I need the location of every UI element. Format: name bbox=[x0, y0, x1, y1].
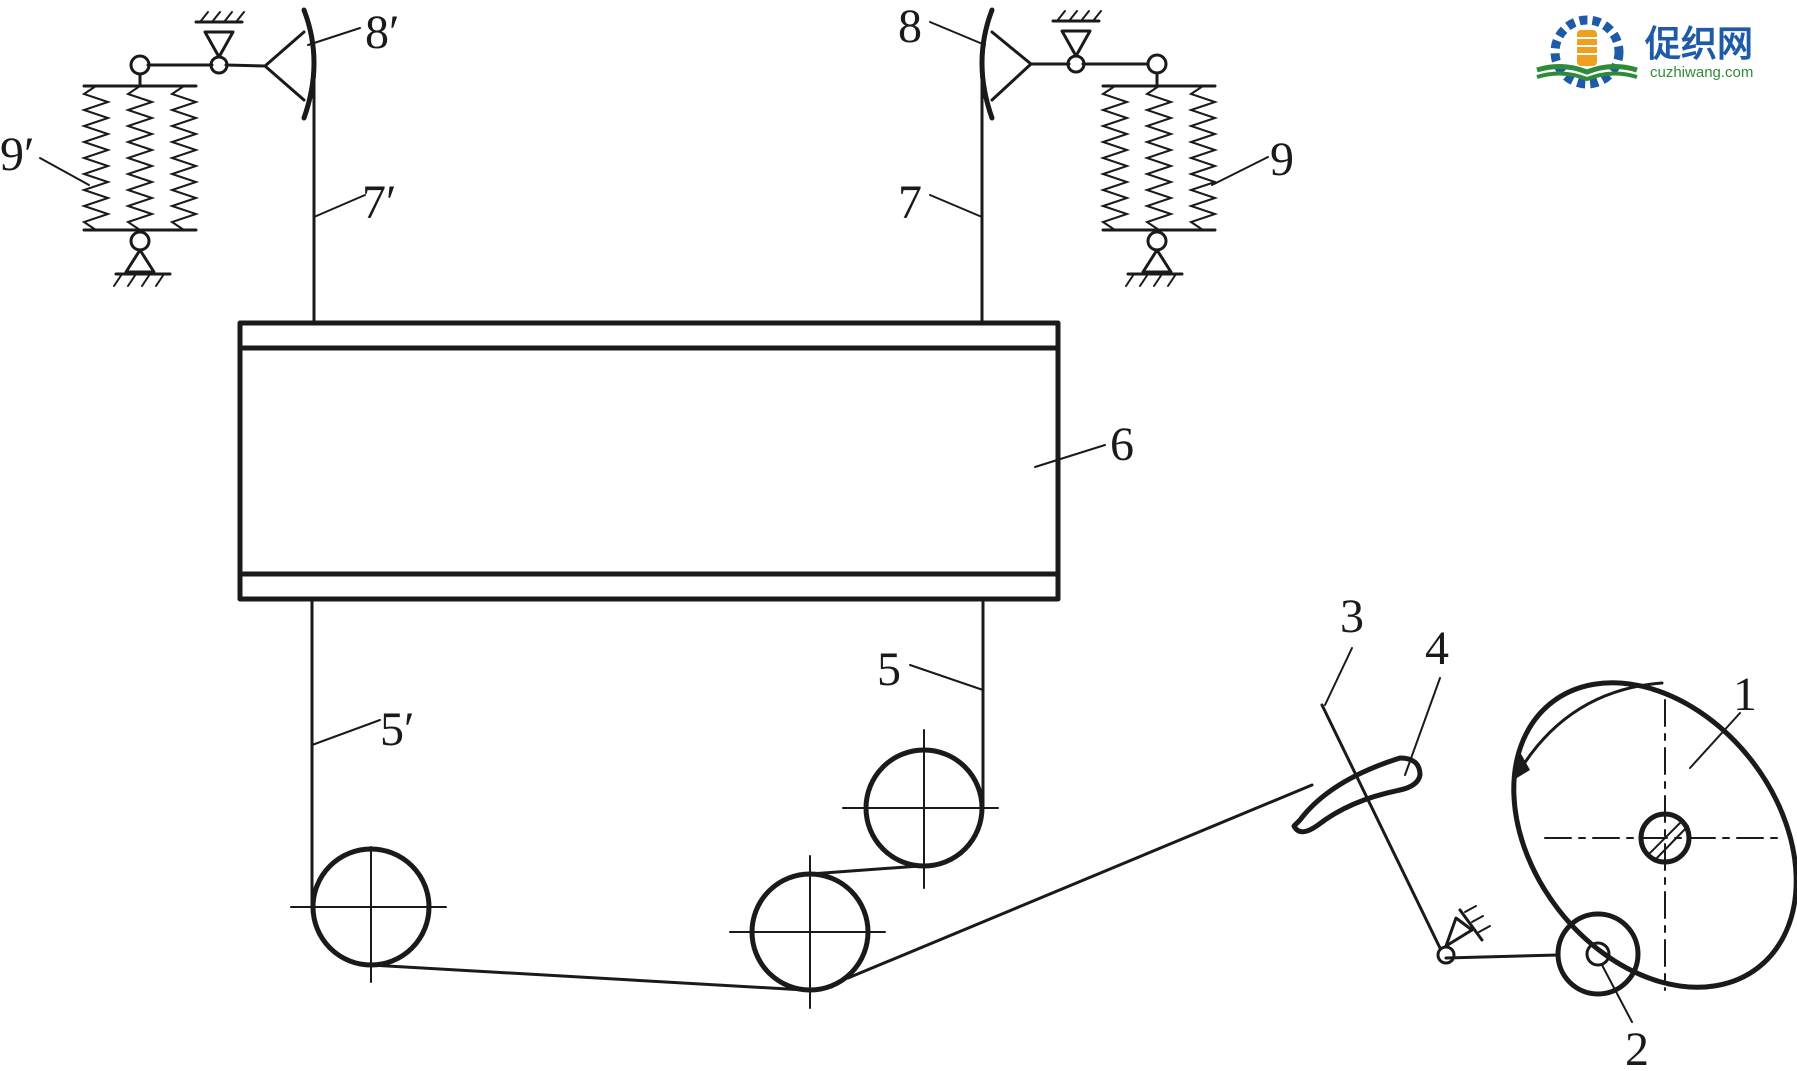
lever-left bbox=[129, 11, 267, 76]
sector-8-prime bbox=[263, 7, 317, 121]
label-3: 3 bbox=[1340, 590, 1364, 643]
lever-right bbox=[1029, 10, 1168, 75]
sector-8 bbox=[979, 7, 1033, 121]
spool-icon bbox=[1577, 30, 1597, 66]
watermark-logo: 促织网 cuzhiwang.com bbox=[1536, 15, 1753, 89]
watermark-url: cuzhiwang.com bbox=[1650, 64, 1753, 81]
watermark-name: 促织网 bbox=[1644, 24, 1753, 65]
label-9: 9 bbox=[1270, 133, 1294, 186]
label-7: 7 bbox=[898, 176, 922, 229]
pulley-left bbox=[290, 846, 447, 983]
book-icon bbox=[1536, 64, 1638, 82]
pulley-upper-right bbox=[842, 729, 999, 889]
rotation-arrow bbox=[1512, 681, 1664, 781]
label-7-prime: 7′ bbox=[362, 176, 397, 229]
label-8: 8 bbox=[898, 0, 922, 53]
spring-9 bbox=[1099, 71, 1219, 287]
cam-1 bbox=[1511, 680, 1797, 991]
treadle-bowl-4 bbox=[1291, 755, 1423, 835]
leader-lines bbox=[39, 21, 1741, 1023]
label-5: 5 bbox=[877, 643, 901, 696]
spring-9-prime bbox=[80, 72, 200, 287]
label-6: 6 bbox=[1110, 418, 1134, 471]
label-4: 4 bbox=[1425, 622, 1449, 675]
heald-frame bbox=[237, 320, 1061, 602]
strap-segment-to-lever bbox=[846, 783, 1314, 980]
label-2: 2 bbox=[1625, 1023, 1649, 1071]
label-8-prime: 8′ bbox=[365, 6, 400, 59]
label-5-prime: 5′ bbox=[380, 703, 415, 756]
strap-segment-left-to-middle bbox=[369, 963, 807, 992]
label-1: 1 bbox=[1733, 668, 1757, 721]
label-9-prime: 9′ bbox=[0, 128, 35, 181]
follower-roller-2 bbox=[1555, 911, 1641, 997]
pulley-lower-middle bbox=[729, 855, 886, 1009]
treadle-lever-3 bbox=[1320, 703, 1560, 965]
strap-segment-middle-to-upper bbox=[808, 864, 922, 876]
